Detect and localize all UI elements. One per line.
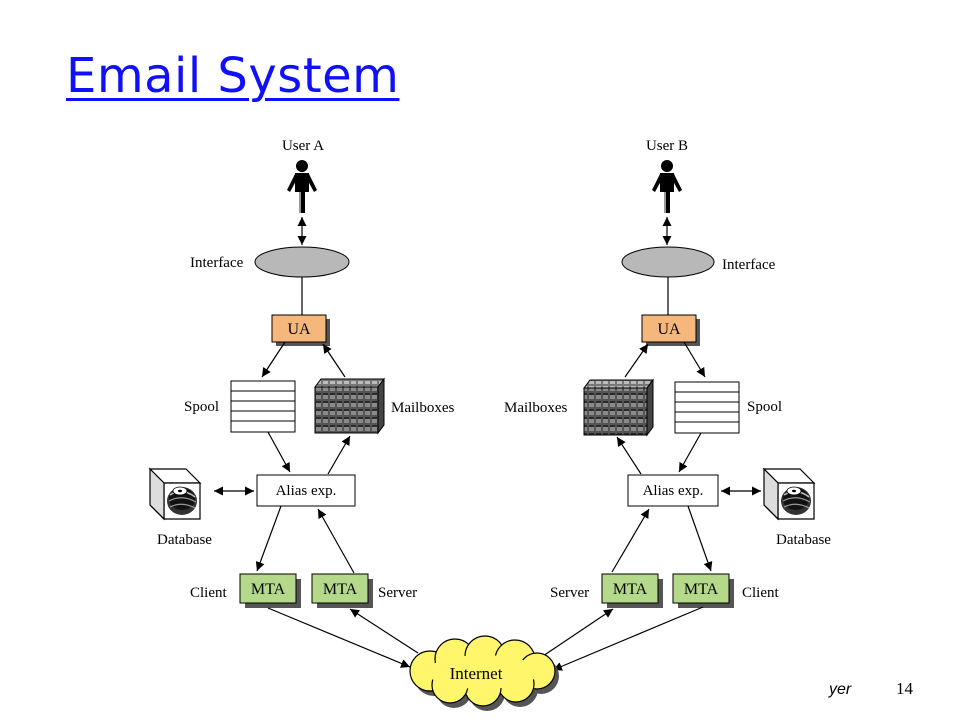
spool-left-label: Spool bbox=[184, 399, 219, 415]
database-right-label: Database bbox=[776, 532, 831, 548]
mta-client-right-box: MTA bbox=[672, 573, 734, 608]
client-left-label: Client bbox=[190, 585, 227, 601]
alias-left-label: Alias exp. bbox=[276, 483, 337, 499]
spool-left: Spool bbox=[184, 380, 296, 433]
user-b-person-icon bbox=[651, 159, 683, 214]
arrow-spool-alias-right bbox=[678, 432, 702, 473]
ua-right-box: UA bbox=[641, 314, 700, 346]
slide-title: Email System bbox=[66, 48, 400, 104]
mta-client-right-label: MTA bbox=[684, 581, 719, 598]
arrow-alias-mailboxes-left bbox=[327, 435, 351, 475]
spool-right-label: Spool bbox=[747, 399, 782, 415]
arrow-mta-client-internet-left bbox=[267, 607, 411, 668]
spool-right: Spool bbox=[674, 381, 782, 434]
server-left-label: Server bbox=[378, 585, 417, 601]
database-left-icon bbox=[149, 468, 201, 520]
arrow-mailboxes-ua-left bbox=[322, 343, 346, 378]
server-right-label: Server bbox=[550, 585, 589, 601]
database-right-icon bbox=[763, 468, 815, 520]
mta-server-left-box: MTA bbox=[311, 573, 373, 608]
internet-cloud: Internet bbox=[409, 635, 559, 711]
alias-left-box: Alias exp. bbox=[256, 474, 356, 507]
arrow-spool-alias-left bbox=[267, 431, 291, 473]
mta-server-right-label: MTA bbox=[613, 581, 648, 598]
arrow-mta-server-alias-left bbox=[317, 508, 355, 574]
client-right-label: Client bbox=[742, 585, 779, 601]
user-b-group: User B bbox=[646, 138, 688, 214]
mta-server-left-label: MTA bbox=[323, 581, 358, 598]
arrow-alias-mailboxes-right bbox=[616, 436, 642, 475]
arrow-mailboxes-ua-right bbox=[624, 343, 649, 378]
database-right: Database bbox=[763, 468, 831, 548]
ua-left-label: UA bbox=[287, 321, 311, 338]
arrow-internet-mta-server-left bbox=[349, 608, 419, 654]
arrow-ua-spool-right bbox=[683, 341, 706, 378]
arrow-mta-client-internet-right bbox=[552, 606, 704, 671]
mailboxes-right-label: Mailboxes bbox=[504, 400, 567, 416]
mta-client-left-box: MTA bbox=[239, 573, 301, 608]
mailboxes-right: Mailboxes bbox=[504, 378, 654, 437]
ua-left-box: UA bbox=[271, 314, 330, 346]
page-number: 14 bbox=[896, 679, 913, 698]
interface-left-ellipse bbox=[254, 246, 350, 278]
user-a-label: User A bbox=[282, 138, 324, 154]
mailboxes-left: Mailboxes bbox=[314, 377, 454, 435]
interface-right: Interface bbox=[621, 246, 776, 278]
alias-right-label: Alias exp. bbox=[643, 483, 704, 499]
arrow-mta-server-alias-right bbox=[611, 508, 650, 573]
interface-left: Interface bbox=[190, 246, 350, 278]
interface-left-label: Interface bbox=[190, 255, 244, 271]
arrow-alias-mta-client-right bbox=[687, 505, 713, 572]
ua-right-label: UA bbox=[657, 321, 681, 338]
arrow-alias-mta-client-left bbox=[255, 505, 282, 572]
footer-text: yer bbox=[829, 681, 852, 698]
user-a-group: User A bbox=[282, 138, 324, 214]
internet-label: Internet bbox=[450, 664, 503, 683]
database-left: Database bbox=[149, 468, 212, 548]
interface-right-label: Interface bbox=[722, 257, 776, 273]
arrow-ua-spool-left bbox=[261, 341, 286, 378]
alias-right-box: Alias exp. bbox=[627, 474, 719, 507]
database-left-label: Database bbox=[157, 532, 212, 548]
arrow-internet-mta-server-right bbox=[542, 608, 614, 657]
mailboxes-left-label: Mailboxes bbox=[391, 400, 454, 416]
user-b-label: User B bbox=[646, 138, 688, 154]
interface-right-ellipse bbox=[621, 246, 715, 278]
mta-server-right-box: MTA bbox=[601, 573, 663, 608]
mta-client-left-label: MTA bbox=[251, 581, 286, 598]
user-a-person-icon bbox=[286, 159, 318, 214]
